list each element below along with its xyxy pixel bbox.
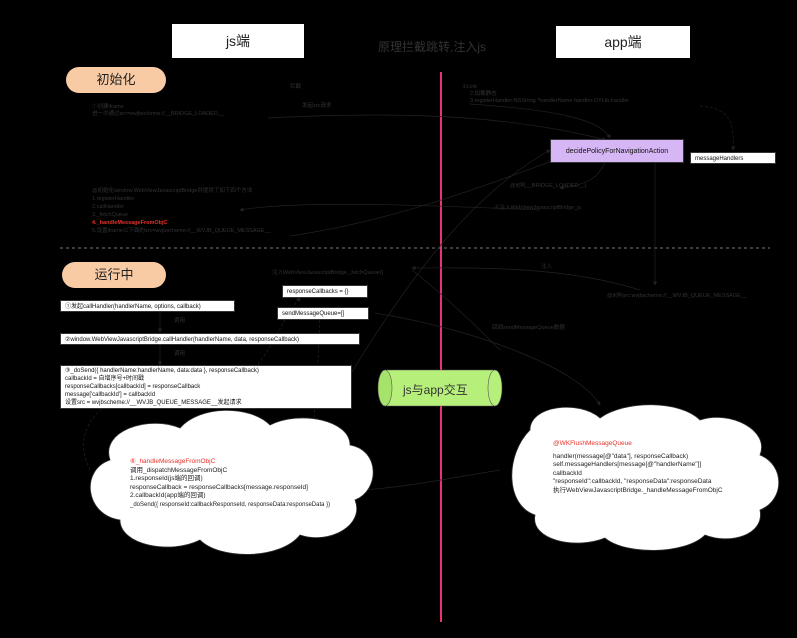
call-handler-box: ①发起callHandler(handlerName, options, cal…: [60, 300, 235, 312]
arrow-label-call-a: 调用: [174, 318, 186, 324]
arrow-bridge-loaded: [559, 161, 606, 190]
init-step-1: 1.registerHandler: [92, 196, 135, 202]
app-side-header: app端: [556, 26, 690, 58]
init-intercept-label: 拦截: [290, 84, 302, 90]
cloud-left-line-5: _doSend({ responseId:callbackResponseId,…: [130, 501, 331, 508]
arrow-register-handler: [469, 103, 611, 139]
bridge-label: js与app交互: [403, 383, 468, 397]
run-inject-label: 注入: [541, 264, 553, 270]
init-step-0: @初始化window.WebViewJavascriptBridge并提供了如下…: [92, 188, 253, 194]
arrow-to-message-handlers: [699, 105, 736, 151]
init-src-request-label: 发起src请求: [302, 103, 332, 109]
cloud-right-line-2: self.messageHandlers[message[@"handlerNa…: [553, 461, 702, 468]
arrow-fetch-to-queue: [411, 269, 501, 351]
diagram-title: 原理拦截跳转,注入js: [378, 40, 487, 54]
init-step-3: 3._fetchQueue: [92, 212, 129, 218]
inject-js-label: ④注入WebViewJavascriptBridge_js: [494, 205, 582, 211]
do-send-line-1: ③_doSend({ handlerName:handlerName, data…: [65, 368, 259, 374]
cloud-left-text: ⑥_handleMessageFromObjC 调用_dispatchMessa…: [130, 458, 330, 509]
response-callbacks-box: responseCallbacks = {}: [282, 285, 368, 298]
init-step-2: 2.callHandler: [92, 204, 125, 210]
cloud-left-line-4: 2.callbackId(app端的回调): [130, 492, 206, 499]
do-send-line-4: message['callbackId'] = callbackId: [65, 392, 156, 398]
do-send-line-3: responseCallbacks[callbackId] = response…: [65, 384, 201, 390]
js-side-header: js端: [172, 24, 304, 58]
do-send-line-5: 设置src = wvjbscheme://__WVJB_QUEUE_MESSAG…: [65, 400, 242, 406]
do-send-line-2: callbackId = 自增序号+时间戳: [65, 376, 145, 382]
cloud-left-line-1: 调用_dispatchMessageFromObjC: [130, 466, 228, 474]
cloud-right-line-3: callbackId: [553, 469, 582, 477]
arrow-send-queue-callback: [374, 312, 601, 406]
run-inject-fetch-label: 注入WebViewJavascriptBridge._fetchQueue(): [272, 270, 384, 276]
cloud-right-text: @WKFlushMessageQueue handler(message[@"d…: [553, 440, 723, 495]
init-step-4: 4._handleMessageFromObjC: [92, 220, 168, 226]
bridge-cylinder: [377, 369, 503, 407]
phase-init-pill: 初始化: [66, 67, 166, 93]
arrow-inject-fetch: [411, 265, 641, 291]
init-right-link: ①Link: [462, 84, 478, 90]
arrow-inject-js: [239, 203, 541, 212]
arrow-label-call-b: 调用: [174, 351, 186, 357]
arrow-init-iframe: [289, 157, 561, 237]
arrow-queue-request: [349, 149, 551, 376]
cloud-right-line-0: @WKFlushMessageQueue: [553, 440, 632, 447]
cloud-left-line-3: responseCallback = responseCallbacks[mes…: [130, 483, 308, 491]
cloud-left-shape: [89, 410, 374, 555]
do-send-box: ③_doSend({ handlerName:handlerName, data…: [60, 365, 352, 409]
cloud-left-line-0: ⑥_handleMessageFromObjC: [130, 458, 216, 465]
message-handlers-box: messageHandlers: [690, 152, 776, 164]
arrow-src-request: [267, 114, 607, 142]
init-first-src: 进一次通过src=wvjbscheme://__BRIDGE_LOADED__: [92, 111, 224, 117]
queue-message-check: @if(判src:wvjbscheme://__WVJB_QUEUE_MESSA…: [607, 293, 747, 299]
init-right-load: 2.加载静态: [470, 91, 497, 97]
phase-running-pill: 运行中: [62, 262, 166, 288]
cloud-right-line-1: handler(message[@"data"], responseCallba…: [553, 452, 689, 460]
decide-policy-box: decidePolicyForNavigationAction: [550, 139, 684, 163]
init-right-register: 3.registerHandler:NSString *handlerName …: [470, 98, 629, 104]
window-call-handler-box: ②window.WebViewJavascriptBridge.callHand…: [60, 333, 360, 345]
cloud-right-shape: [511, 404, 780, 551]
init-create-iframe: ①创建iframe: [92, 104, 124, 110]
arrow-cloud-right-to-left: [359, 469, 501, 492]
return-queue-label: 回调sendMessageQueue数据: [492, 325, 565, 331]
bridge-loaded-check: @if(判__BRIDGE_LOADED__): [510, 183, 587, 189]
cloud-right-line-5: 执行WebViewJavascriptBridge._handleMessage…: [553, 486, 723, 494]
cloud-left-line-2: 1.responseId(js端的回调): [130, 475, 203, 482]
send-message-queue-box: sendMessageQueue=[]: [277, 307, 369, 320]
cloud-right-line-4: "responseId":callbackId, "responseData":…: [553, 478, 712, 485]
init-step-5: 5.设置iframe以下面的src=wvjbscheme://__WVJB_QU…: [92, 228, 271, 234]
